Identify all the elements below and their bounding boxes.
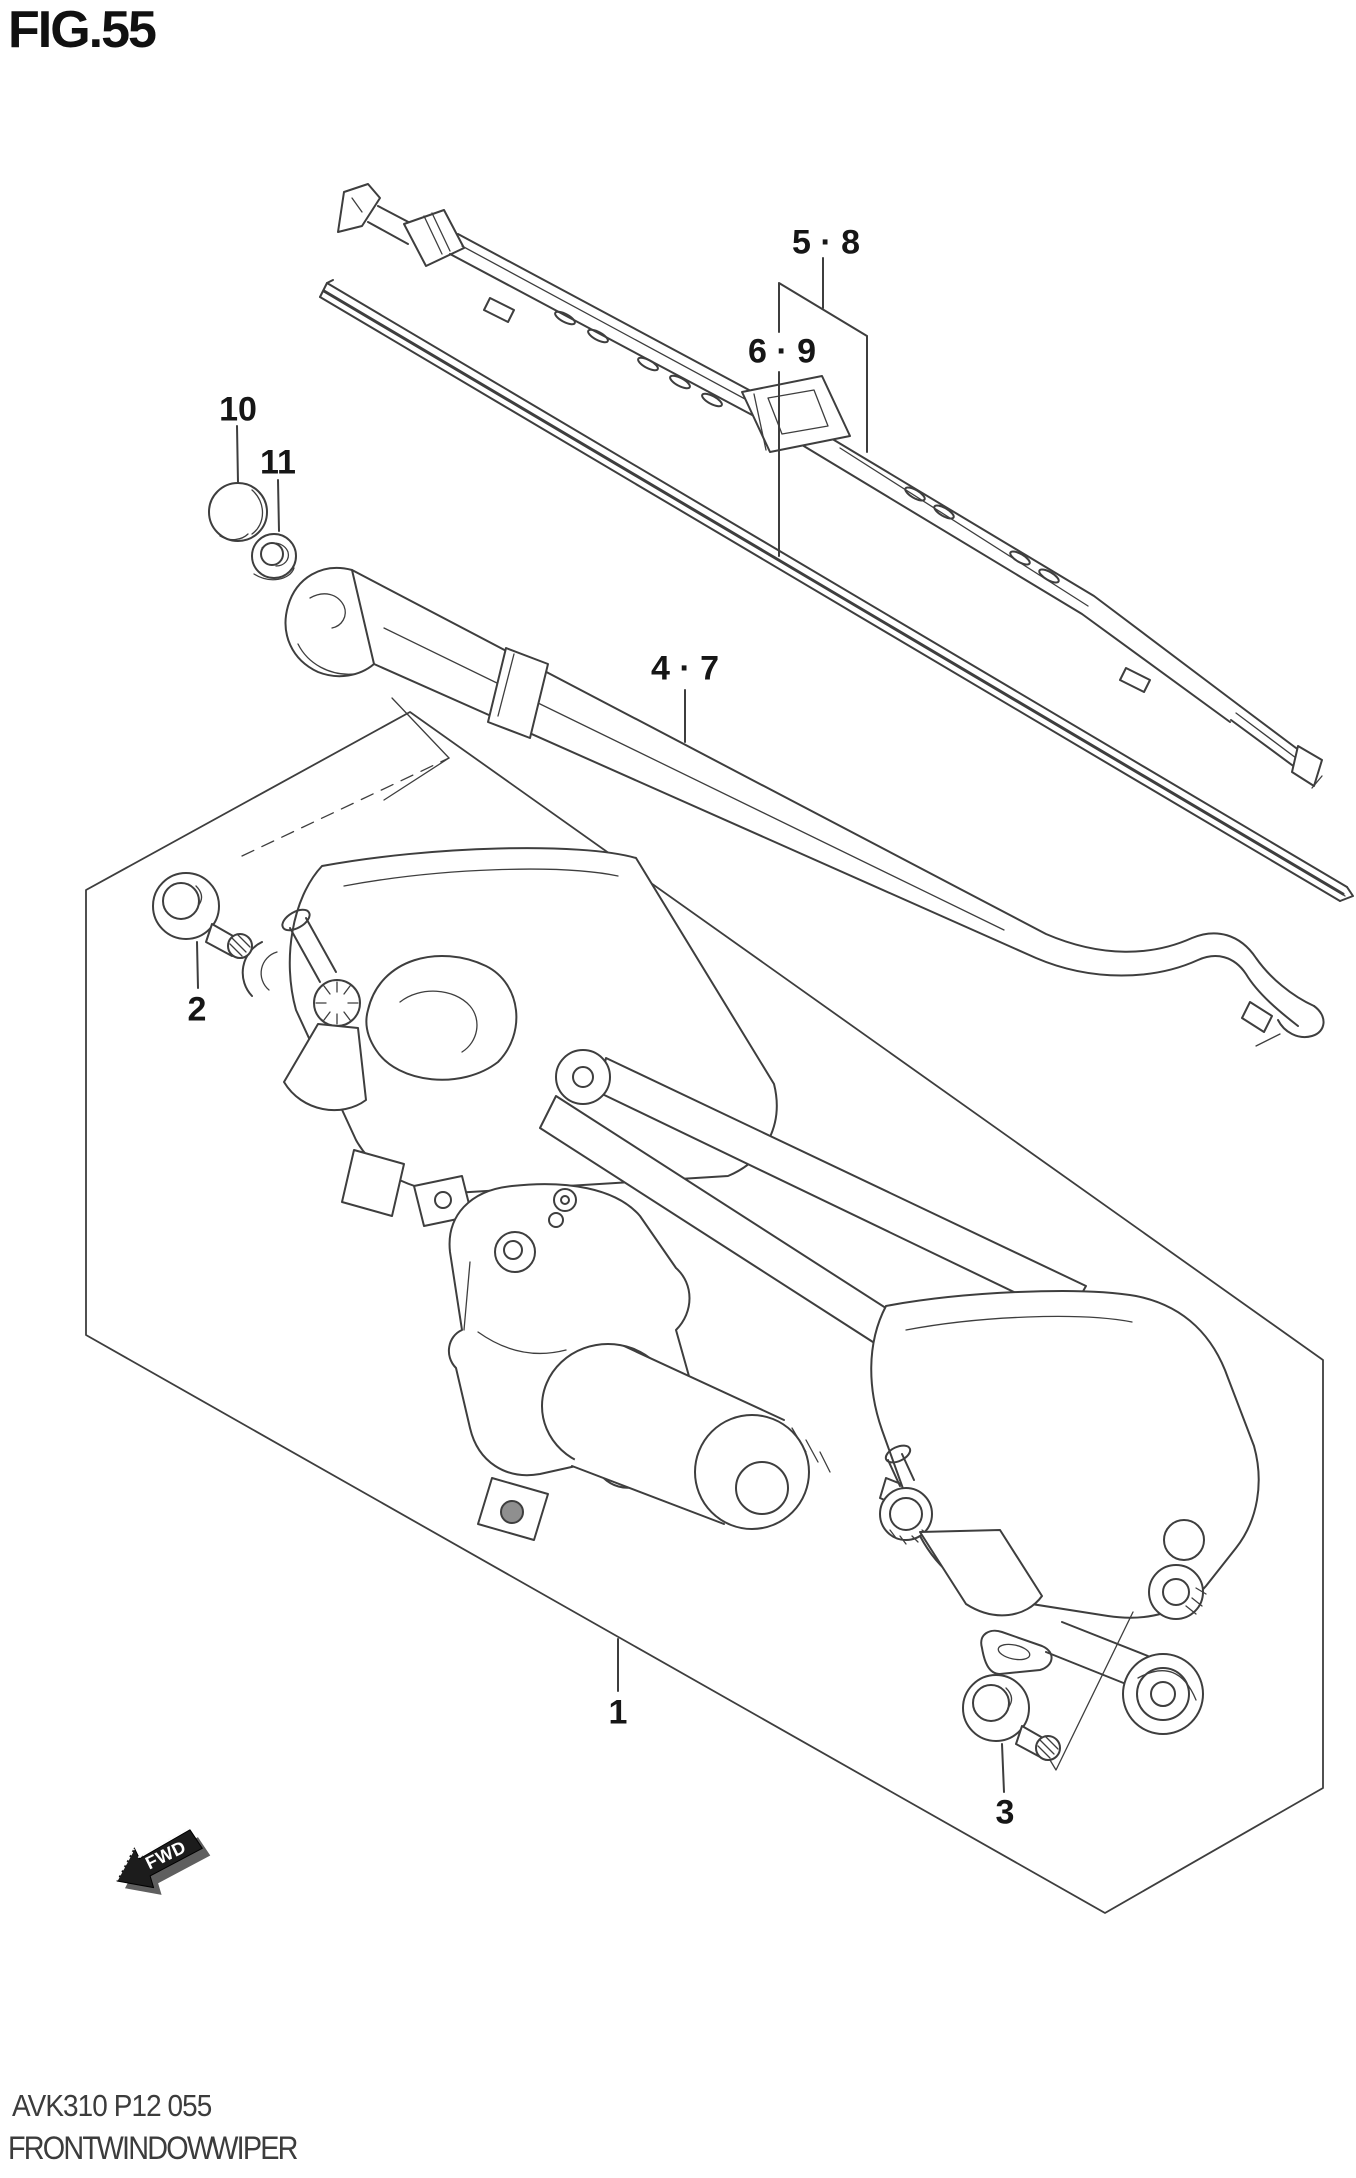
callout-bolt-right: 3 [995,1793,1015,1832]
figure-caption: FRONT WINDOW WIPER [8,2130,298,2166]
fwd-arrow: FWD [116,1827,211,1895]
callout-blade-assembly: 5 · 8 [791,223,861,262]
wiper-motor [447,1183,929,1541]
bolt-grommet-left [152,872,253,959]
callout-motor-assembly: 1 [608,1693,628,1732]
wiper-blade-assembly [337,183,1323,789]
right-pivot-assembly [870,1290,1260,1771]
callout-wiper-arm: 4 · 7 [650,649,720,688]
figure-code: AVK310 P12 055 [12,2088,212,2123]
pivot-cap [208,482,268,542]
boundary-box [85,711,1324,1914]
callout-blade-rubber: 6 · 9 [747,332,817,371]
blade-rubber [319,279,1354,902]
arm-position-phantom-line [241,697,450,857]
left-pivot-assembly [241,847,778,1227]
callout-bolt-left: 2 [187,990,207,1029]
bolt-grommet-right [962,1674,1061,1761]
pivot-nut [251,533,297,581]
callout-pivot-cap: 10 [219,390,257,429]
figure-number: FIG.55 [8,1,157,59]
callout-pivot-nut: 11 [260,443,296,482]
leader-lines [196,257,1005,1793]
wiper-arm [284,566,1325,1047]
